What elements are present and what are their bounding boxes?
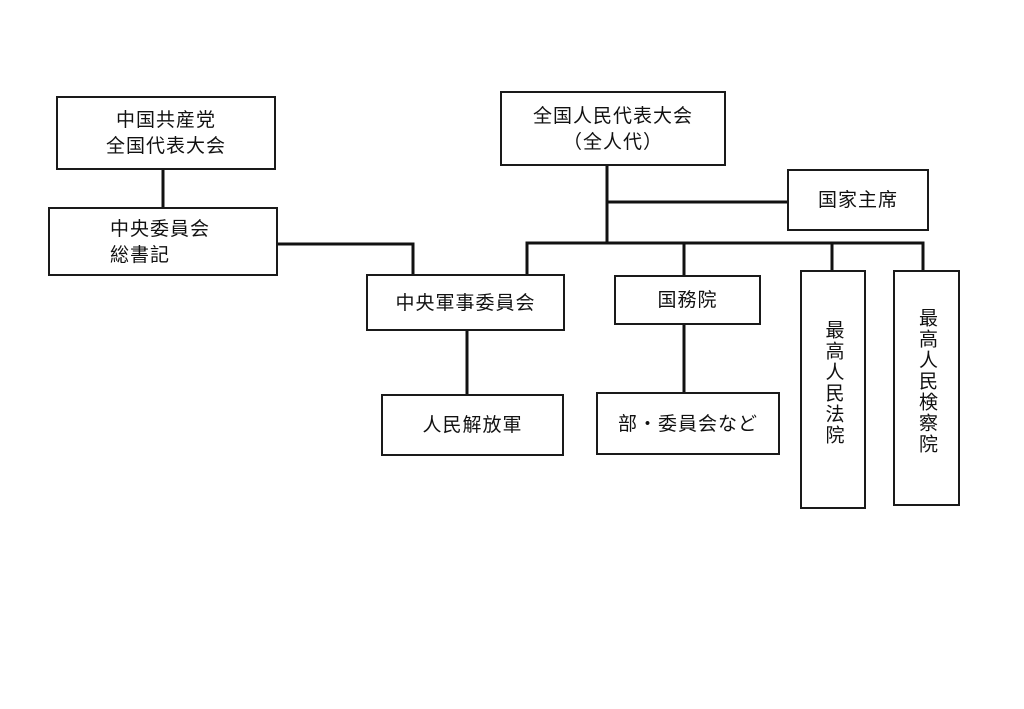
central-military-commission-box: 中央軍事委員会 <box>366 274 565 331</box>
supreme-procuratorate-box: 最高人民検察院 <box>893 270 960 506</box>
central-committee-line1: 中央委員会 <box>110 217 211 240</box>
president-label: 国家主席 <box>817 189 898 211</box>
npc-line1: 全国人民代表大会 <box>532 104 693 127</box>
supreme-court-label: 最高人民法院 <box>822 320 845 446</box>
state-council-box: 国務院 <box>614 275 761 325</box>
pla-label: 人民解放軍 <box>422 414 523 436</box>
president-box: 国家主席 <box>787 169 929 231</box>
ccp-congress-line2: 全国代表大会 <box>105 135 226 157</box>
ccp-congress-line1: 中国共産党 <box>115 109 216 131</box>
ccp-national-congress-box: 中国共産党 全国代表大会 <box>56 96 276 170</box>
state-council-label: 国務院 <box>657 289 718 311</box>
npc-line2: （全人代） <box>562 130 663 153</box>
central-committee-line2: 総書記 <box>110 243 171 266</box>
pla-box: 人民解放軍 <box>381 394 564 456</box>
supreme-procuratorate-label: 最高人民検察院 <box>916 308 938 455</box>
ministries-label: 部・委員会など <box>617 412 758 435</box>
central-committee-box: 中央委員会 総書記 <box>48 207 278 276</box>
npc-box: 全国人民代表大会 （全人代） <box>500 91 726 166</box>
supreme-court-box: 最高人民法院 <box>800 270 866 509</box>
cmc-label: 中央軍事委員会 <box>395 291 536 314</box>
ministries-box: 部・委員会など <box>596 392 780 455</box>
